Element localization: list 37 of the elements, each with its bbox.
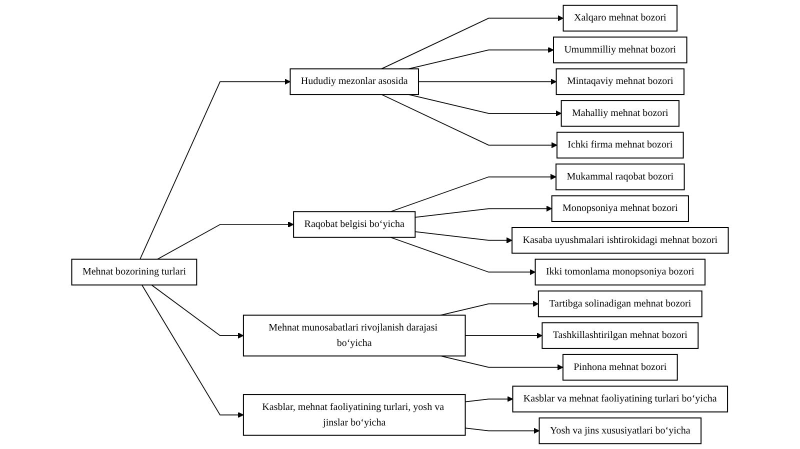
node-box: Kasaba uyushmalari ishtirokidagi mehnat bozori (512, 227, 729, 254)
node-box: Kasblar, mehnat faoliyatining turlari, yosh va jinslar bo‘yicha (242, 394, 466, 436)
node-box: Mukammal raqobat bozori (556, 164, 685, 190)
arrow (440, 300, 539, 316)
arrow (140, 78, 290, 260)
arrow (414, 206, 552, 218)
node-box: Tartibga solinadigan mehnat bozori (538, 290, 702, 318)
arrow (440, 356, 564, 370)
node-box: Yosh va jins xususiyatlari bo‘yicha (538, 417, 702, 444)
node-box: Mahalliy mehnat bozori (560, 100, 680, 127)
arrow (464, 428, 540, 434)
arrow (464, 396, 514, 402)
node-box: Raqobat belgisi bo‘yicha (293, 211, 416, 238)
arrow (408, 94, 562, 116)
node-box: Hududiy mezonlar asosida (290, 68, 419, 96)
arrow (408, 47, 554, 70)
node-box: Pinhona mehnat bozori (562, 354, 678, 381)
arrow (414, 231, 512, 244)
node-box: Xalqaro mehnat bozori (562, 4, 678, 32)
arrow (418, 78, 557, 85)
arrow (156, 222, 294, 260)
node-box: Tashkillashtirilgan mehnat bozori (542, 322, 699, 349)
node-box: Mehnat munosabatlari rivojlanish darajasi bo‘yicha (242, 314, 466, 356)
arrow (464, 332, 542, 339)
arrow (151, 284, 244, 339)
node-box: Kasblar va mehnat faoliyatining turlari bo‘yicha (512, 386, 728, 412)
node-box: Mehnat bozorining turlari (71, 258, 198, 286)
arrow (390, 174, 556, 212)
arrow (390, 236, 536, 276)
node-box: Monopsoniya mehnat bozori (551, 195, 689, 222)
arrow (381, 15, 564, 70)
node-box: Umummilliy mehnat bozori (553, 36, 688, 64)
arrow (142, 284, 244, 418)
node-box: Ikki tomonlama monopsoniya bozori (534, 258, 706, 286)
node-box: Mintaqaviy mehnat bozori (556, 68, 684, 96)
arrow (381, 94, 558, 148)
node-box: Ichki firma mehnat bozori (556, 132, 684, 159)
